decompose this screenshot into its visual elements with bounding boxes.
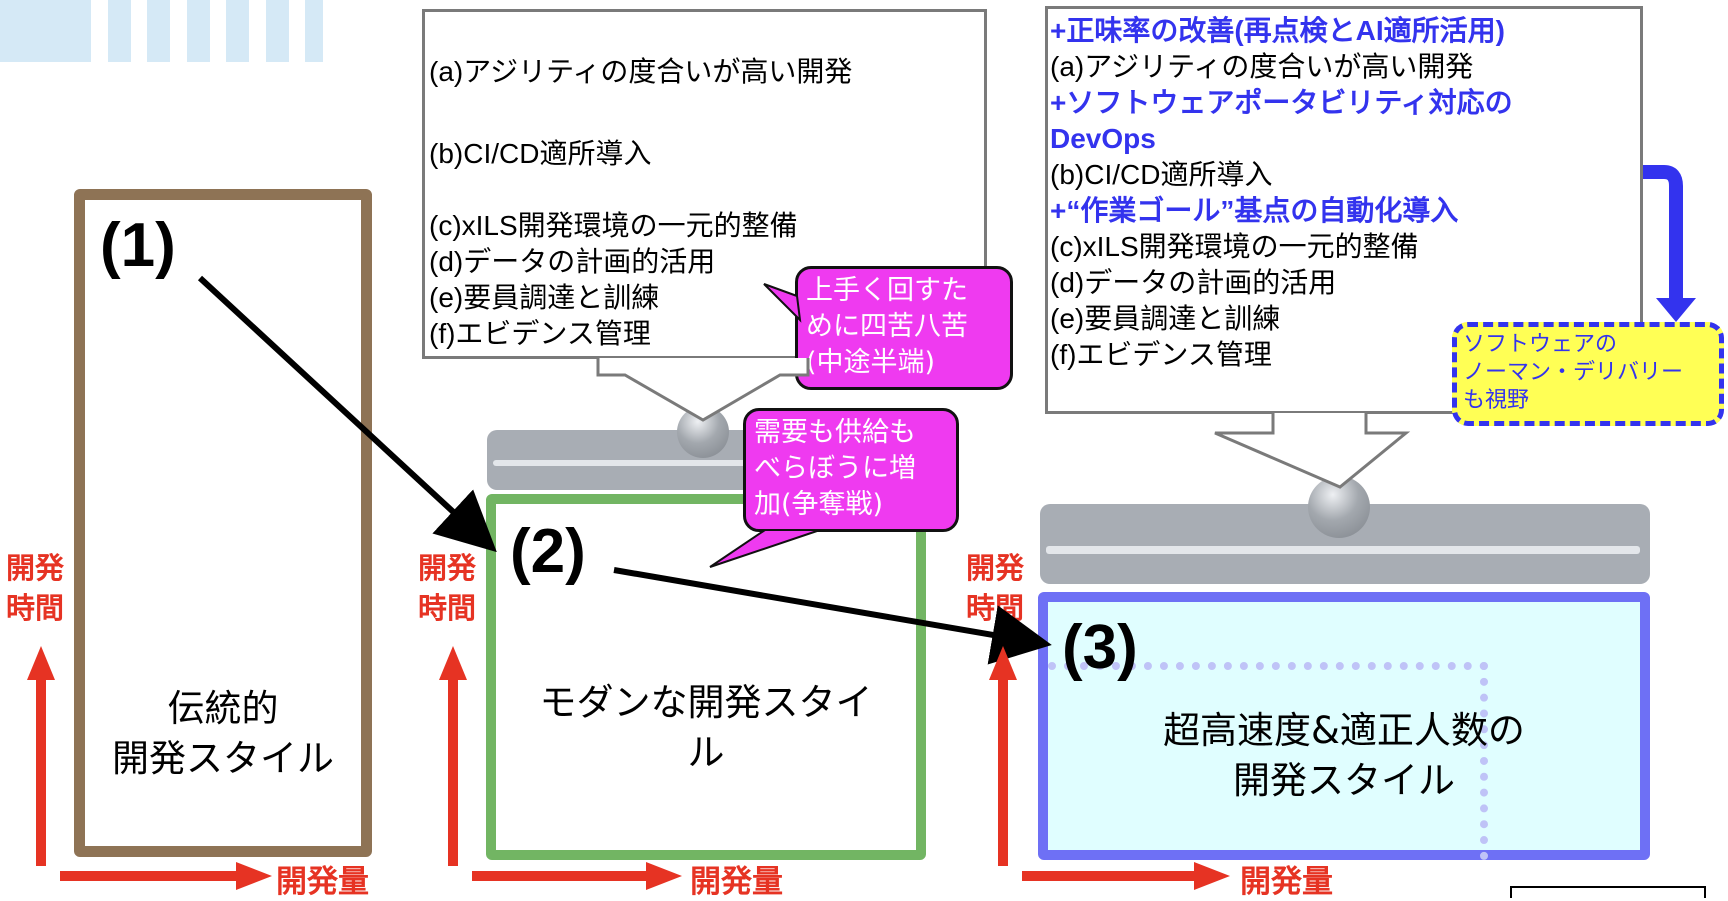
traditional-style-label: 伝統的 開発スタイル	[112, 687, 334, 780]
x-axis-label-1: 開発量	[276, 864, 369, 900]
practice-item: (f)エビデンス管理	[429, 318, 651, 349]
practice-item: (f)エビデンス管理	[1050, 339, 1272, 370]
style-number-1: (1)	[100, 211, 176, 280]
no-man-delivery-note: ソフトウェアの ノーマン・デリバリー も視野	[1452, 322, 1724, 426]
practice-item: (b)CI/CD適所導入	[429, 138, 652, 169]
practice-item: (e)要員調達と訓練	[429, 282, 660, 313]
added-practice-item: +正味率の改善(再点検とAI適所活用)	[1050, 15, 1506, 46]
blue-arrow-head	[1656, 298, 1696, 322]
modern-style-box: モダンな開発スタイ ル	[486, 494, 926, 860]
traditional-style-box: 伝統的 開発スタイル	[74, 189, 372, 857]
header-decoration-bar	[305, 0, 323, 62]
style-number-2: (2)	[510, 517, 586, 586]
header-decoration-bar	[147, 0, 170, 62]
header-decoration-bar	[0, 0, 91, 62]
practice-item: (b)CI/CD適所導入	[1050, 159, 1273, 190]
added-practice-item: +“作業ゴール”基点の自動化導入	[1050, 195, 1459, 226]
high-speed-style-label: 超高速度&適正人数の 開発スタイル	[1163, 709, 1525, 802]
practice-item: (c)xILS開発環境の一元的整備	[1050, 231, 1419, 262]
y-axis-label-1: 開発 時間	[6, 551, 65, 625]
funnel-arrow-3	[1214, 413, 1411, 489]
dotted-inner-frame	[1048, 662, 1488, 860]
practice-item: (e)要員調達と訓練	[1050, 303, 1281, 334]
practice-item: (d)データの計画的活用	[429, 246, 716, 277]
demand-callout: 需要も供給も べらぼうに増 加(争奪戦)	[743, 408, 959, 532]
added-practice-item: DevOps	[1050, 123, 1156, 154]
x-axis-label-2: 開発量	[690, 864, 783, 900]
struggle-callout: 上手く回すた めに四苦八苦 (中途半端)	[795, 266, 1013, 390]
header-decoration-bar	[187, 0, 210, 62]
high-speed-style-box: 超高速度&適正人数の 開発スタイル	[1038, 592, 1650, 860]
header-decoration-bar	[108, 0, 131, 62]
press-ball	[677, 406, 729, 458]
practice-item: (c)xILS開発環境の一元的整備	[429, 210, 798, 241]
x-axis-label-3: 開発量	[1240, 864, 1333, 900]
y-axis-label-3: 開発 時間	[966, 551, 1025, 625]
press-rail-groove	[1046, 546, 1640, 554]
style-number-3: (3)	[1062, 613, 1138, 682]
modern-style-label: モダンな開発スタイ ル	[539, 681, 873, 774]
modern-practices-box: (a)アジリティの度合いが高い開発 (b)CI/CD適所導入 (c)xILS開発…	[422, 9, 987, 359]
blue-bent-arrow	[1643, 165, 1683, 300]
y-axis-label-2: 開発 時間	[418, 551, 477, 625]
footer-box	[1510, 886, 1706, 898]
header-decoration-bar	[226, 0, 249, 62]
press-ball	[1308, 476, 1370, 538]
press-rail-groove	[493, 460, 893, 466]
header-decoration-bar	[266, 0, 289, 62]
practice-item: (a)アジリティの度合いが高い開発	[429, 56, 853, 87]
added-practice-item: +ソフトウェアポータビリティ対応の	[1050, 87, 1513, 118]
practice-item: (a)アジリティの度合いが高い開発	[1050, 51, 1474, 82]
practice-item: (d)データの計画的活用	[1050, 267, 1337, 298]
